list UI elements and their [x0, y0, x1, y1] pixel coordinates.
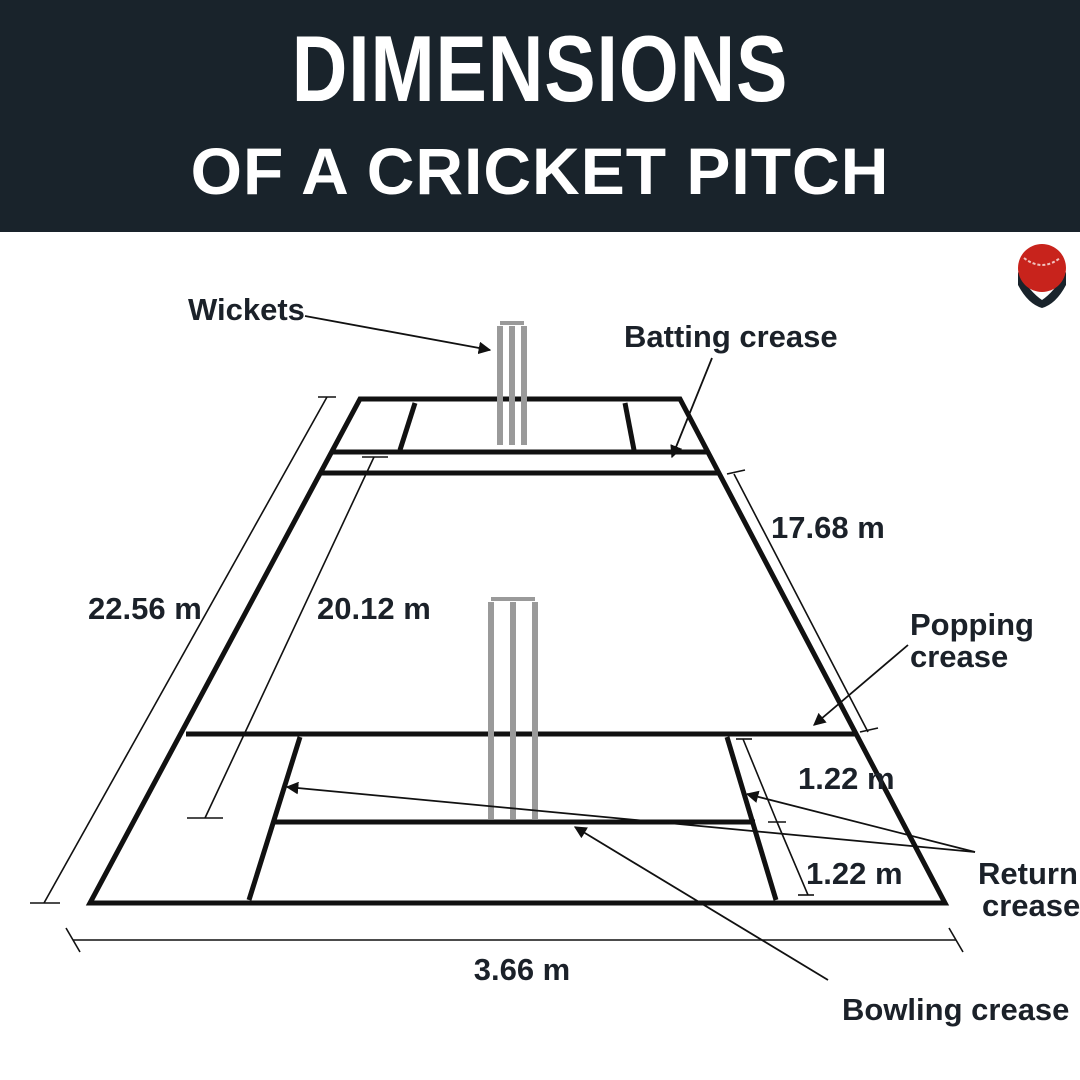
wickets-arrow	[304, 315, 492, 355]
page-subtitle: OF A CRICKET PITCH	[190, 134, 890, 208]
return-crease-label-line1: Return	[978, 856, 1078, 891]
length-between-creases-label: 20.12 m	[317, 591, 431, 626]
width-label: 3.66 m	[474, 952, 571, 987]
far-return-crease-left	[397, 402, 418, 451]
bowling-crease-label: Bowling crease	[842, 992, 1069, 1027]
popping-crease-label-line1: Popping	[910, 607, 1034, 642]
pitch-outline	[85, 396, 950, 906]
near-return-crease-left	[246, 736, 303, 901]
near-return-crease-right	[724, 736, 779, 901]
far-return-crease-right	[622, 402, 637, 451]
page-title: DIMENSIONS	[291, 16, 789, 121]
dim-1-22-upper	[742, 738, 778, 823]
cricket-ball-icon	[1018, 244, 1066, 308]
far-wickets	[497, 321, 527, 445]
popping-crease-label-line2: crease	[910, 639, 1008, 674]
dim-22-56	[43, 396, 328, 904]
wickets-label: Wickets	[188, 292, 305, 327]
dim-20-12	[204, 456, 375, 819]
bowling-crease-arrow	[573, 826, 829, 981]
batting-crease-label: Batting crease	[624, 319, 838, 354]
return-offset-label-upper: 1.22 m	[798, 761, 895, 796]
batting-crease-arrow	[670, 357, 713, 459]
header-banner: DIMENSIONS OF A CRICKET PITCH	[0, 0, 1080, 232]
return-crease-label-line2: crease	[982, 888, 1080, 923]
length-overall-label: 22.56 m	[88, 591, 202, 626]
return-crease-arrow-left	[285, 781, 976, 853]
dim-17-68	[733, 473, 869, 733]
callout-arrows	[285, 315, 976, 981]
popping-crease-arrow	[813, 644, 909, 726]
length-popping-label: 17.68 m	[771, 510, 885, 545]
pitch	[85, 396, 950, 906]
return-offset-label-lower: 1.22 m	[806, 856, 903, 891]
return-crease-arrow-right	[745, 790, 976, 853]
near-wickets	[488, 597, 538, 819]
dimension-lines	[30, 396, 964, 953]
